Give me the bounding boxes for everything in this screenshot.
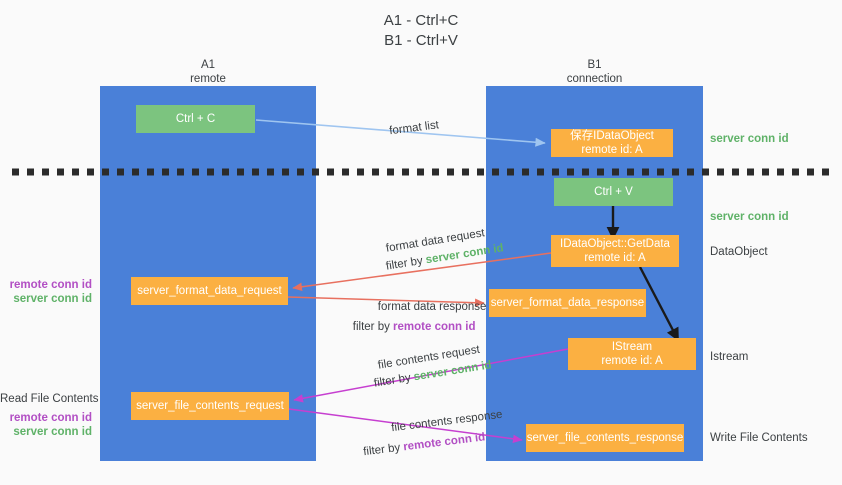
annotation-server-conn-id-4: server conn id [13, 426, 92, 438]
page-title: A1 - Ctrl+C B1 - Ctrl+V [0, 11, 842, 51]
node-server-file-contents-request[interactable]: server_file_contents_request [131, 392, 289, 420]
annotation-dataobject: DataObject [710, 246, 768, 258]
node-file-contents-response-label: server_file_contents_response [526, 432, 684, 444]
node-format-data-request-label: server_format_data_request [137, 285, 282, 297]
node-ctrl-c[interactable]: Ctrl + C [136, 105, 255, 133]
node-server-format-data-request[interactable]: server_format_data_request [131, 277, 288, 305]
annotation-server-conn-id-3: server conn id [13, 293, 92, 305]
node-istream[interactable]: IStream remote id: A [568, 338, 696, 370]
node-getdata-line2: remote id: A [584, 252, 646, 264]
node-istream-line2: remote id: A [601, 355, 663, 367]
node-ctrl-v-label: Ctrl + V [594, 186, 633, 198]
edge-filter-file-contents-response: filter by remote conn id [348, 415, 488, 476]
edge-filter-prefix-2: filter by [352, 321, 394, 333]
node-save-idataobject[interactable]: 保存IDataObject remote id: A [551, 129, 673, 157]
node-getdata-line1: IDataObject::GetData [560, 238, 670, 250]
column-header-a1: A1 remote [100, 58, 316, 86]
annotation-server-conn-id-2: server conn id [710, 211, 789, 223]
title-line-1: A1 - Ctrl+C [383, 12, 459, 29]
node-ctrl-v[interactable]: Ctrl + V [554, 178, 673, 206]
node-format-data-response-label: server_format_data_response [490, 297, 645, 309]
title-line-2: B1 - Ctrl+V [384, 32, 458, 49]
edge-label-format-data-response: format data response [365, 285, 487, 330]
annotation-remote-conn-id-1: remote conn id [9, 279, 92, 291]
node-save-idataobject-line1: 保存IDataObject [570, 130, 654, 142]
annotation-istream: Istream [710, 351, 749, 363]
edge-label-format-list: format list [374, 103, 442, 155]
column-a1-role: remote [190, 73, 226, 85]
node-istream-line1: IStream [611, 341, 653, 353]
node-server-format-data-response[interactable]: server_format_data_response [489, 289, 646, 317]
node-idataobject-getdata[interactable]: IDataObject::GetData remote id: A [551, 235, 679, 267]
column-b1-role: connection [566, 73, 623, 85]
edge-label-format-list-text: format list [388, 119, 440, 138]
node-save-idataobject-line2: remote id: A [581, 144, 643, 156]
edge-filter-value-1: server conn id [424, 242, 505, 267]
node-file-contents-request-label: server_file_contents_request [136, 400, 284, 412]
edge-filter-value-4: remote conn id [402, 431, 486, 454]
edge-filter-prefix-3: filter by [373, 371, 415, 390]
column-header-b1: B1 connection [486, 58, 703, 86]
column-b1-name: B1 [587, 59, 602, 71]
annotation-remote-conn-id-2: remote conn id [9, 412, 92, 424]
annotation-read-file-contents: Read File Contents [0, 393, 99, 405]
annotation-server-conn-id-1: server conn id [710, 133, 789, 145]
edge-filter-format-data-response: filter by remote conn id [340, 305, 476, 350]
edge-label-format-data-response-text: format data response [377, 301, 487, 313]
annotation-write-file-contents: Write File Contents [710, 432, 808, 444]
edge-filter-prefix-4: filter by [362, 441, 405, 459]
edge-filter-prefix-1: filter by [385, 254, 427, 273]
edge-filter-value-2: remote conn id [393, 321, 476, 333]
column-a1-name: A1 [200, 59, 216, 71]
node-ctrl-c-label: Ctrl + C [175, 113, 216, 125]
node-server-file-contents-response[interactable]: server_file_contents_response [526, 424, 684, 452]
edge-filter-value-3: server conn id [412, 359, 493, 384]
